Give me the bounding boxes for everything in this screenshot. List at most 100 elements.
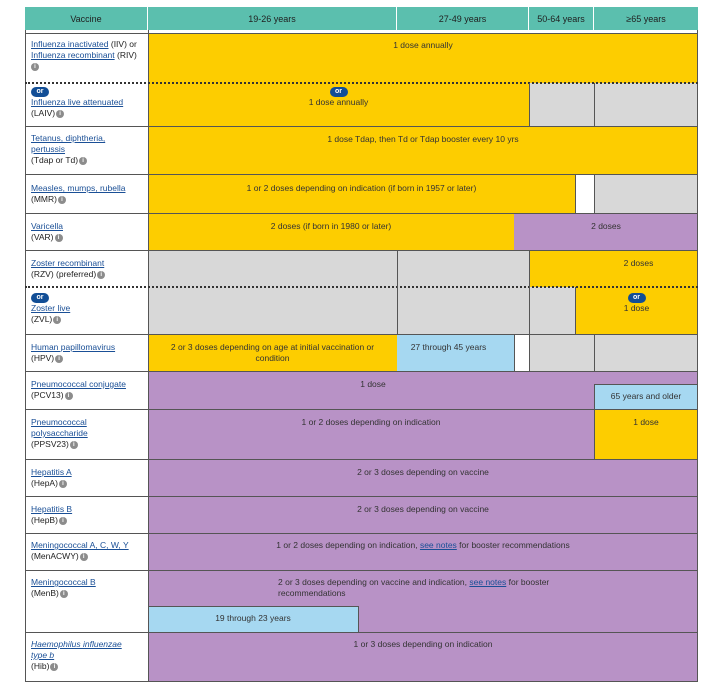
abbr-iiv: (IIV) or [108,39,137,49]
bar-ppsv-main: 1 or 2 doses depending on indication [148,409,594,459]
abbr-mmr: (MMR) [31,194,57,204]
abbr-ppsv23: (PPSV23) [31,439,69,449]
vaccine-cell-hepb: Hepatitis B (HepB)i [25,496,148,533]
grid-line [148,30,149,682]
link-tdap[interactable]: Tetanus, diphtheria,pertussis [31,133,105,154]
vaccine-cell-menacwy: Meningococcal A, C, W, Y (MenACWY)i [25,533,148,570]
bar-flu-live: or 1 dose annually [148,83,529,126]
link-varicella[interactable]: Varicella [31,221,63,231]
abbr-menacwy: (MenACWY) [31,551,79,561]
grid-line [397,250,398,334]
header-19-26: 19-26 years [148,7,397,30]
info-icon[interactable]: i [69,440,78,449]
info-icon[interactable]: i [64,391,73,400]
bar-hpv-young-line1: 2 or 3 doses depending on age at initial… [170,342,375,352]
or-badge-zoster: or [31,293,49,303]
info-icon[interactable]: i [57,195,66,204]
grid-line [25,174,698,175]
link-zoster-live[interactable]: Zoster live [31,303,71,313]
bar-var-old: 2 doses [514,213,698,250]
cell-rzv-27-49 [397,250,529,287]
link-menb[interactable]: Meningococcal B [31,577,96,587]
header-50-64: 50-64 years [529,7,594,30]
bar-rzv: 2 doses [529,250,698,287]
info-icon[interactable]: i [58,516,67,525]
bar-hpv-young-line2: condition [255,353,290,363]
link-menacwy-notes[interactable]: see notes [419,540,457,550]
grid-line [25,409,698,410]
link-hepb[interactable]: Hepatitis B [31,504,73,514]
link-influenza-live[interactable]: Influenza live attenuated [31,97,124,107]
link-hpv[interactable]: Human papillomavirus [31,342,116,352]
bar-tdap: 1 dose Tdap, then Td or Tdap booster eve… [148,126,698,174]
grid-line [697,30,698,682]
bar-mmr: 1 or 2 doses depending on indication (if… [148,174,575,213]
bar-flu-inactivated: 1 dose annually [148,34,698,83]
grid-line [594,334,595,371]
link-hib-line1: Haemophilus influenzae [31,639,122,649]
bar-ppsv-65: 1 dose [594,409,698,459]
bar-menb-post: for booster [506,577,550,587]
cell-flu-live-65 [594,83,698,126]
vaccine-cell-pcv13: Pneumococcal conjugate (PCV13)i [25,371,148,409]
info-icon[interactable]: i [56,109,65,118]
abbr-rzv: (RZV) (preferred) [31,269,97,279]
bar-hepb: 2 or 3 doses depending on vaccine [148,496,698,533]
or-badge-flu-bar: or [329,87,348,97]
bar-hpv-27-45: 27 through 45 years [397,334,514,371]
link-tdap-line2: pertussis [31,144,66,154]
link-mmr[interactable]: Measles, mumps, rubella [31,183,126,193]
grid-line [594,174,595,213]
link-influenza-recombinant[interactable]: Influenza recombinant [31,50,115,60]
bar-menacwy-post: for booster recommendations [456,540,570,550]
link-influenza-inactivated[interactable]: Influenza inactivated [31,39,109,49]
link-zoster-recombinant[interactable]: Zoster recombinant [31,258,105,268]
header-27-49: 27-49 years [397,7,529,30]
info-icon[interactable]: i [58,479,67,488]
link-hepa[interactable]: Hepatitis A [31,467,72,477]
link-menb-notes[interactable]: see notes [469,577,507,587]
info-icon[interactable]: i [55,354,64,363]
grid-line [25,459,698,460]
info-icon[interactable]: i [53,315,62,324]
link-ppsv23-line2: polysaccharide [31,428,88,438]
or-separator [25,82,698,84]
vaccine-cell-menb: Meningococcal B (MenB)i [25,570,148,632]
vaccine-cell-influenza-live: or Influenza live attenuated (LAIV)i [25,83,148,126]
cell-mmr-65 [594,174,698,213]
grid-line [25,126,698,127]
cell-hpv-gap [514,334,529,371]
link-pcv13[interactable]: Pneumococcal conjugate [31,379,126,389]
or-separator [25,286,698,288]
grid-line [514,334,515,371]
info-icon[interactable]: i [79,552,88,561]
link-menacwy[interactable]: Meningococcal A, C, W, Y [31,540,129,550]
header-65: ≥65 years [594,7,698,30]
info-icon[interactable]: i [31,62,39,71]
info-icon[interactable]: i [97,270,106,279]
info-icon[interactable]: i [50,662,59,671]
link-hib-line2: type b [31,650,55,660]
vaccine-cell-hpv: Human papillomavirus (HPV)i [25,334,148,371]
vaccine-cell-tdap: Tetanus, diphtheria,pertussis (Tdap or T… [25,126,148,174]
bar-hpv-young: 2 or 3 doses depending on age at initial… [148,334,397,371]
grid-line [25,334,698,335]
grid-line [529,250,530,371]
cell-flu-live-50-64 [529,83,594,126]
bar-menacwy-pre: 1 or 2 doses depending on indication, [276,540,420,550]
bar-menb-line2: recommendations [278,588,346,598]
link-ppsv23-line1: Pneumococcal [31,417,87,427]
info-icon[interactable]: i [54,233,63,242]
abbr-menb: (MenB) [31,588,59,598]
grid-line [25,250,698,251]
bar-menb-young: 19 through 23 years [148,606,358,632]
info-icon[interactable]: i [79,156,88,165]
link-tdap-line1: Tetanus, diphtheria, [31,133,106,143]
grid-line [529,83,530,126]
info-icon[interactable]: i [59,589,68,598]
grid-line [25,213,698,214]
